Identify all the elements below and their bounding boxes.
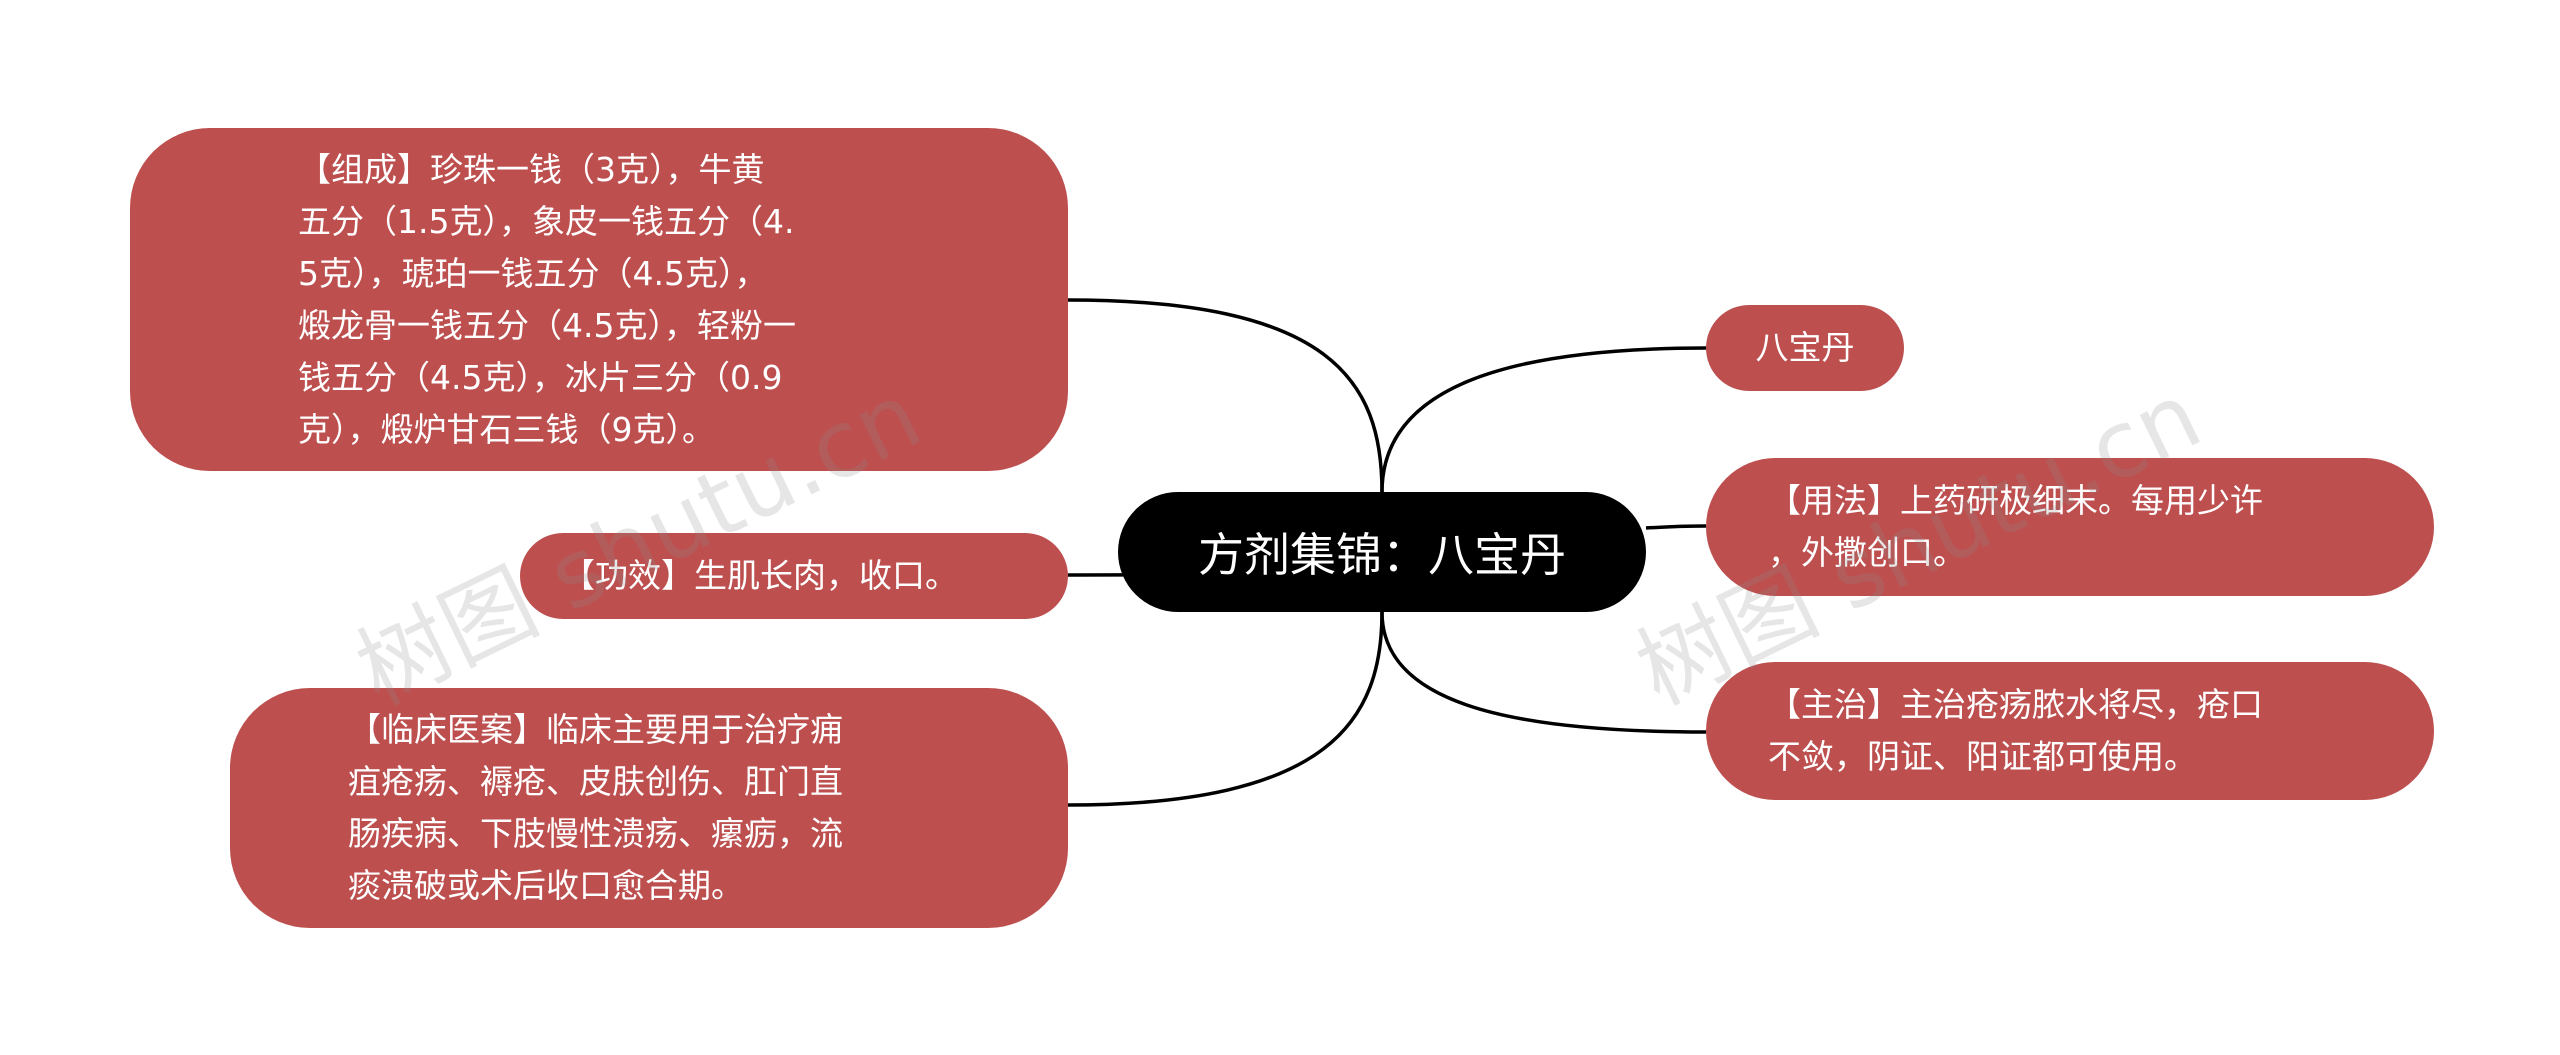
link-composition <box>1067 298 1384 493</box>
root-topic-label: 方剂集锦：八宝丹 <box>1198 528 1566 582</box>
topic-usage[interactable]: 【用法】上药研极细末。每用少许 ，外撒创口。 <box>1706 458 2434 596</box>
topic-clinical-text: 【临床医案】临床主要用于治疗痈 疽疮疡、褥疮、皮肤创伤、肛门直 肠疾病、下肢慢性… <box>348 710 843 905</box>
root-topic[interactable]: 方剂集锦：八宝丹 <box>1118 492 1646 612</box>
topic-composition[interactable]: 【组成】珍珠一钱（3克），牛黄 五分（1.5克），象皮一钱五分（4. 5克），琥… <box>130 128 1068 471</box>
topic-clinical[interactable]: 【临床医案】临床主要用于治疗痈 疽疮疡、褥疮、皮肤创伤、肛门直 肠疾病、下肢慢性… <box>230 688 1068 928</box>
topic-efficacy[interactable]: 【功效】生肌长肉，收口。 <box>520 533 1068 619</box>
topic-usage-text: 【用法】上药研极细末。每用少许 ，外撒创口。 <box>1768 481 2263 572</box>
topic-efficacy-text: 【功效】生肌长肉，收口。 <box>562 556 958 595</box>
link-name <box>1380 346 1707 493</box>
topic-name-text: 八宝丹 <box>1755 328 1855 367</box>
link-clinical <box>1067 611 1384 807</box>
link-indication <box>1380 611 1707 734</box>
link-usage <box>1645 524 1707 530</box>
topic-name[interactable]: 八宝丹 <box>1706 305 1904 391</box>
topic-indication[interactable]: 【主治】主治疮疡脓水将尽，疮口 不敛，阴证、阳证都可使用。 <box>1706 662 2434 800</box>
topic-indication-text: 【主治】主治疮疡脓水将尽，疮口 不敛，阴证、阳证都可使用。 <box>1768 685 2263 776</box>
topic-composition-text: 【组成】珍珠一钱（3克），牛黄 五分（1.5克），象皮一钱五分（4. 5克），琥… <box>298 149 796 449</box>
